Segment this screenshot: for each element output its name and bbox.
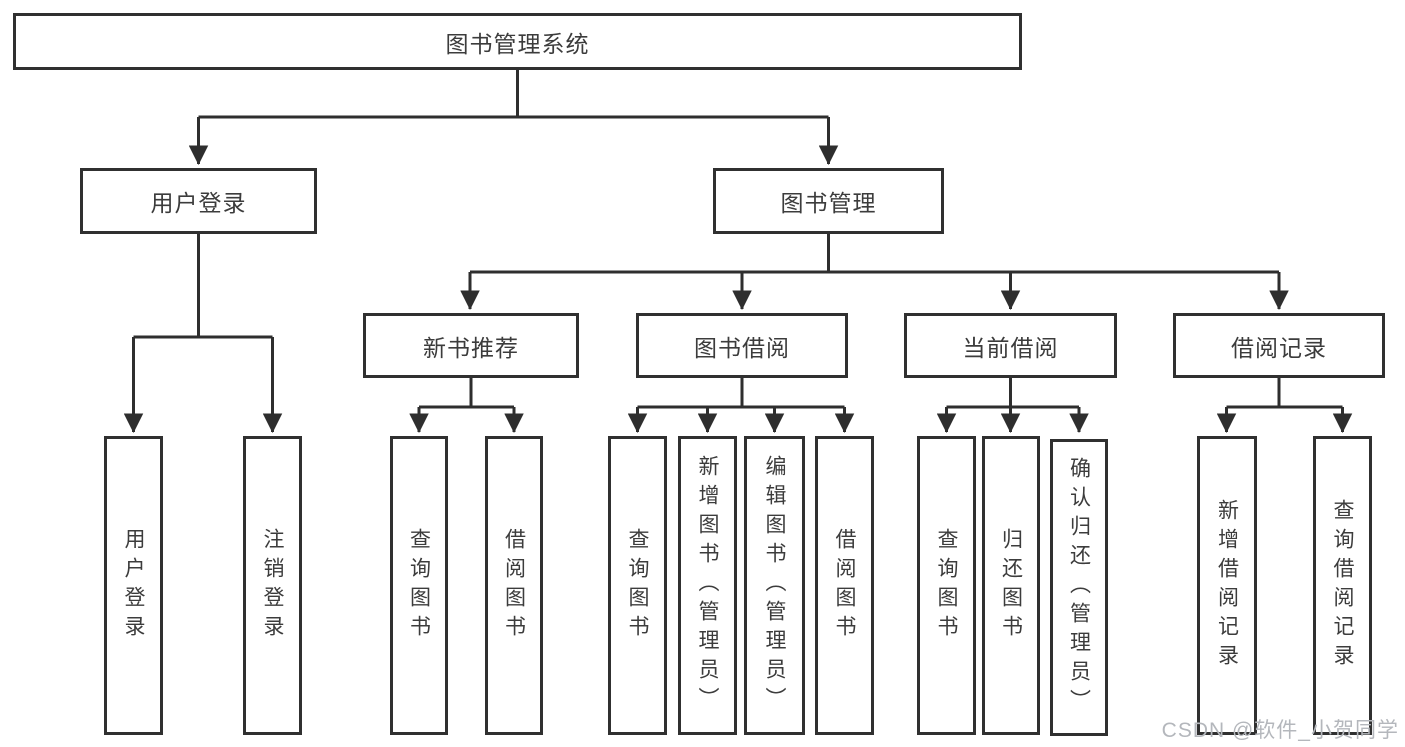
node-current-borrowing: 当前借阅 <box>904 313 1117 378</box>
leaf-query-books-borrow: 查询图书 <box>608 436 667 735</box>
leaf-edit-book-admin: 编辑图书（管理员） <box>744 436 805 735</box>
leaf-confirm-return-admin: 确认归还（管理员） <box>1050 439 1108 736</box>
leaf-borrow-books: 借阅图书 <box>815 436 874 735</box>
node-book-management: 图书管理 <box>713 168 944 234</box>
node-new-book-recommendation: 新书推荐 <box>363 313 579 378</box>
node-library-management-system: 图书管理系统 <box>13 13 1022 70</box>
leaf-add-borrow-record: 新增借阅记录 <box>1197 436 1257 735</box>
leaf-add-book-admin: 新增图书（管理员） <box>678 436 737 735</box>
leaf-user-login: 用户登录 <box>104 436 163 735</box>
leaf-return-book: 归还图书 <box>982 436 1040 735</box>
node-user-login: 用户登录 <box>80 168 317 234</box>
node-borrowing-records: 借阅记录 <box>1173 313 1385 378</box>
leaf-query-borrow-record: 查询借阅记录 <box>1313 436 1372 735</box>
leaf-logout-login: 注销登录 <box>243 436 302 735</box>
leaf-borrow-books-recommend: 借阅图书 <box>485 436 543 735</box>
leaf-query-books-recommend: 查询图书 <box>390 436 448 735</box>
leaf-query-books-current: 查询图书 <box>917 436 976 735</box>
csdn-watermark: CSDN @软件_小贺同学 <box>1161 719 1399 742</box>
node-book-borrowing: 图书借阅 <box>636 313 848 378</box>
